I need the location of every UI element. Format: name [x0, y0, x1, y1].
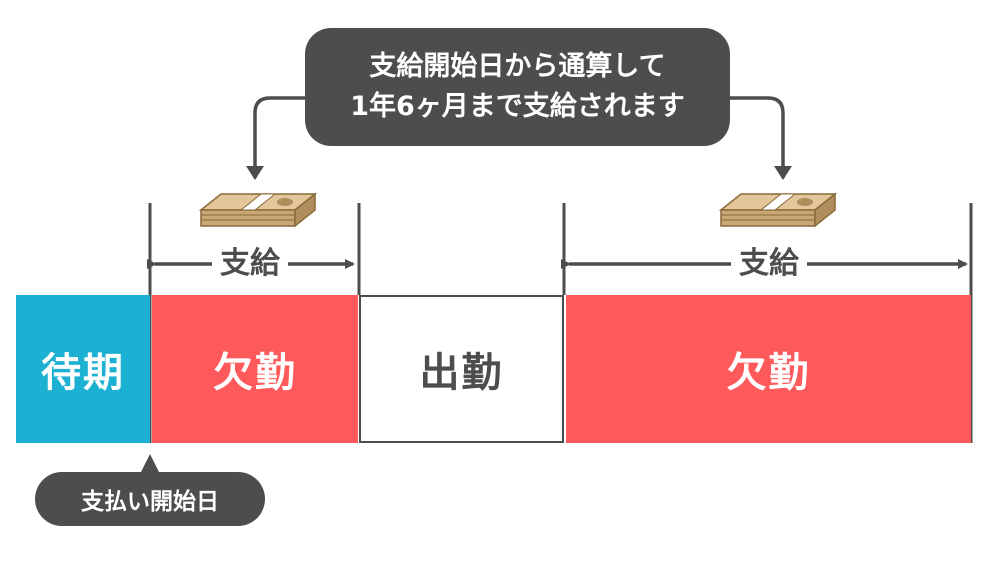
money-stack-icon — [198, 192, 318, 228]
segment-work: 出勤 — [359, 295, 564, 443]
arrow-down-icon — [730, 96, 785, 178]
pay-span-label-2: 支給 — [731, 244, 807, 284]
segment-absent-2: 欠勤 — [566, 295, 971, 443]
payment-start-callout: 支払い開始日 — [35, 472, 265, 526]
arrow-down-icon — [774, 166, 792, 180]
top-callout-line-2: 1年6ヶ月まで支給されます — [350, 91, 685, 122]
segment-absent-1: 欠勤 — [152, 295, 358, 443]
top-callout: 支給開始日から通算して 1年6ヶ月まで支給されます — [305, 28, 730, 146]
top-callout-line-1: 支給開始日から通算して — [369, 51, 666, 82]
callout-pointer — [140, 454, 160, 474]
arrow-down-icon — [253, 96, 305, 178]
money-stack-icon — [718, 192, 838, 228]
arrow-down-icon — [246, 166, 264, 180]
pay-span-label-1: 支給 — [212, 244, 288, 284]
segment-waiting: 待期 — [16, 295, 150, 443]
